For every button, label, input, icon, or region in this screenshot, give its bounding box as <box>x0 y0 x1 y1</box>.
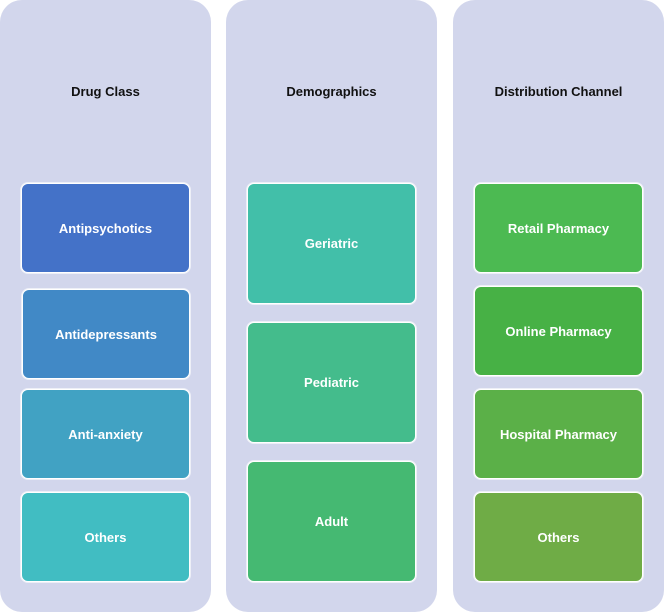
box-antipsychotics: Antipsychotics <box>21 183 190 273</box>
box-anti-anxiety: Anti-anxiety <box>21 389 190 479</box>
box-others: Others <box>474 492 643 582</box>
column-title: Demographics <box>286 84 377 99</box>
box-antidepressants: Antidepressants <box>22 289 190 379</box>
box-retail-pharmacy: Retail Pharmacy <box>474 183 643 273</box>
box-hospital-pharmacy: Hospital Pharmacy <box>474 389 643 479</box>
column-title: Distribution Channel <box>494 84 623 99</box>
column-title: Drug Class <box>71 84 140 99</box>
box-online-pharmacy: Online Pharmacy <box>474 286 643 376</box>
column-demographics: Demographics Geriatric Pediatric Adult <box>226 0 437 612</box>
column-distribution-channel: Distribution Channel Retail Pharmacy Onl… <box>453 0 664 612</box>
box-pediatric: Pediatric <box>247 322 416 443</box>
column-drug-class: Drug Class Antipsychotics Antidepressant… <box>0 0 211 612</box>
box-geriatric: Geriatric <box>247 183 416 304</box>
box-others: Others <box>21 492 190 582</box>
box-adult: Adult <box>247 461 416 582</box>
